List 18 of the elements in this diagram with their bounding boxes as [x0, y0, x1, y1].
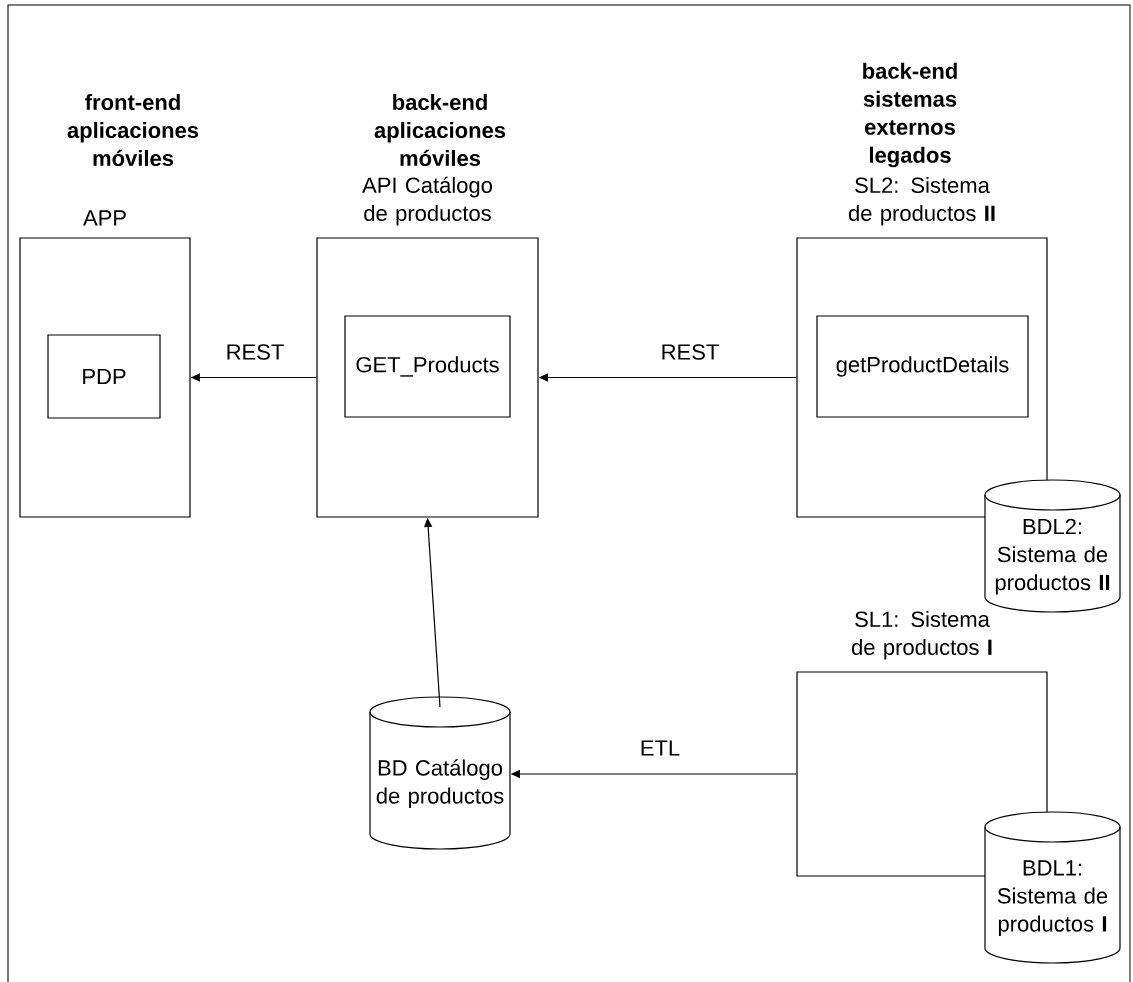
- node-label: BDL1: Sistema de productos I: [997, 860, 1108, 937]
- box-title: SL1: Sistema de productos I: [852, 610, 992, 660]
- box-title: APP: [83, 210, 126, 226]
- edge-label: REST: [223, 341, 287, 363]
- edge-label: ETL: [637, 737, 683, 759]
- node-label: BDL2: Sistema de productos II: [995, 518, 1110, 595]
- database-cylinder: BDL1: Sistema de productos I: [984, 811, 1121, 964]
- column-heading: back-end sistemas externos legados: [863, 62, 957, 168]
- column-heading: front-end aplicaciones móviles: [67, 93, 199, 167]
- database-cylinder: BD Catálogo de productos: [369, 696, 511, 850]
- component-box: getProductDetails: [816, 315, 1029, 418]
- component-box: PDP: [47, 334, 161, 419]
- box-title: API Catálogo de productos: [362, 176, 492, 226]
- database-cylinder: BDL2: Sistema de productos II: [984, 479, 1121, 613]
- box-title: SL2: Sistema de productos II: [848, 176, 995, 226]
- component-box: GET_Products: [344, 315, 511, 418]
- edge-label: REST: [658, 341, 722, 363]
- column-heading: back-end aplicaciones móviles: [374, 93, 506, 167]
